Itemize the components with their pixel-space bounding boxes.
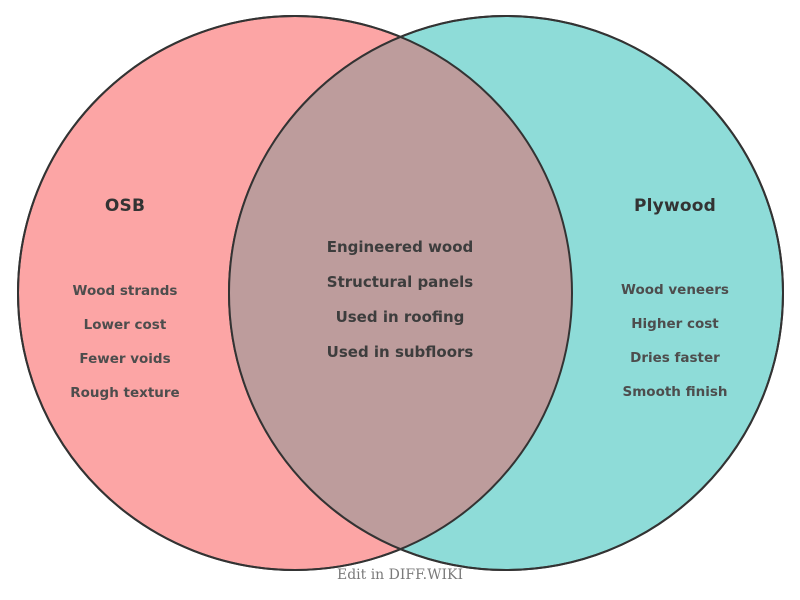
- intersection-shape[interactable]: [229, 16, 783, 570]
- edit-in-diff-wiki-link[interactable]: Edit in DIFF.WIKI: [336, 567, 464, 583]
- left-circle-outline: [17, 15, 573, 571]
- right-circle-outline: [228, 15, 784, 571]
